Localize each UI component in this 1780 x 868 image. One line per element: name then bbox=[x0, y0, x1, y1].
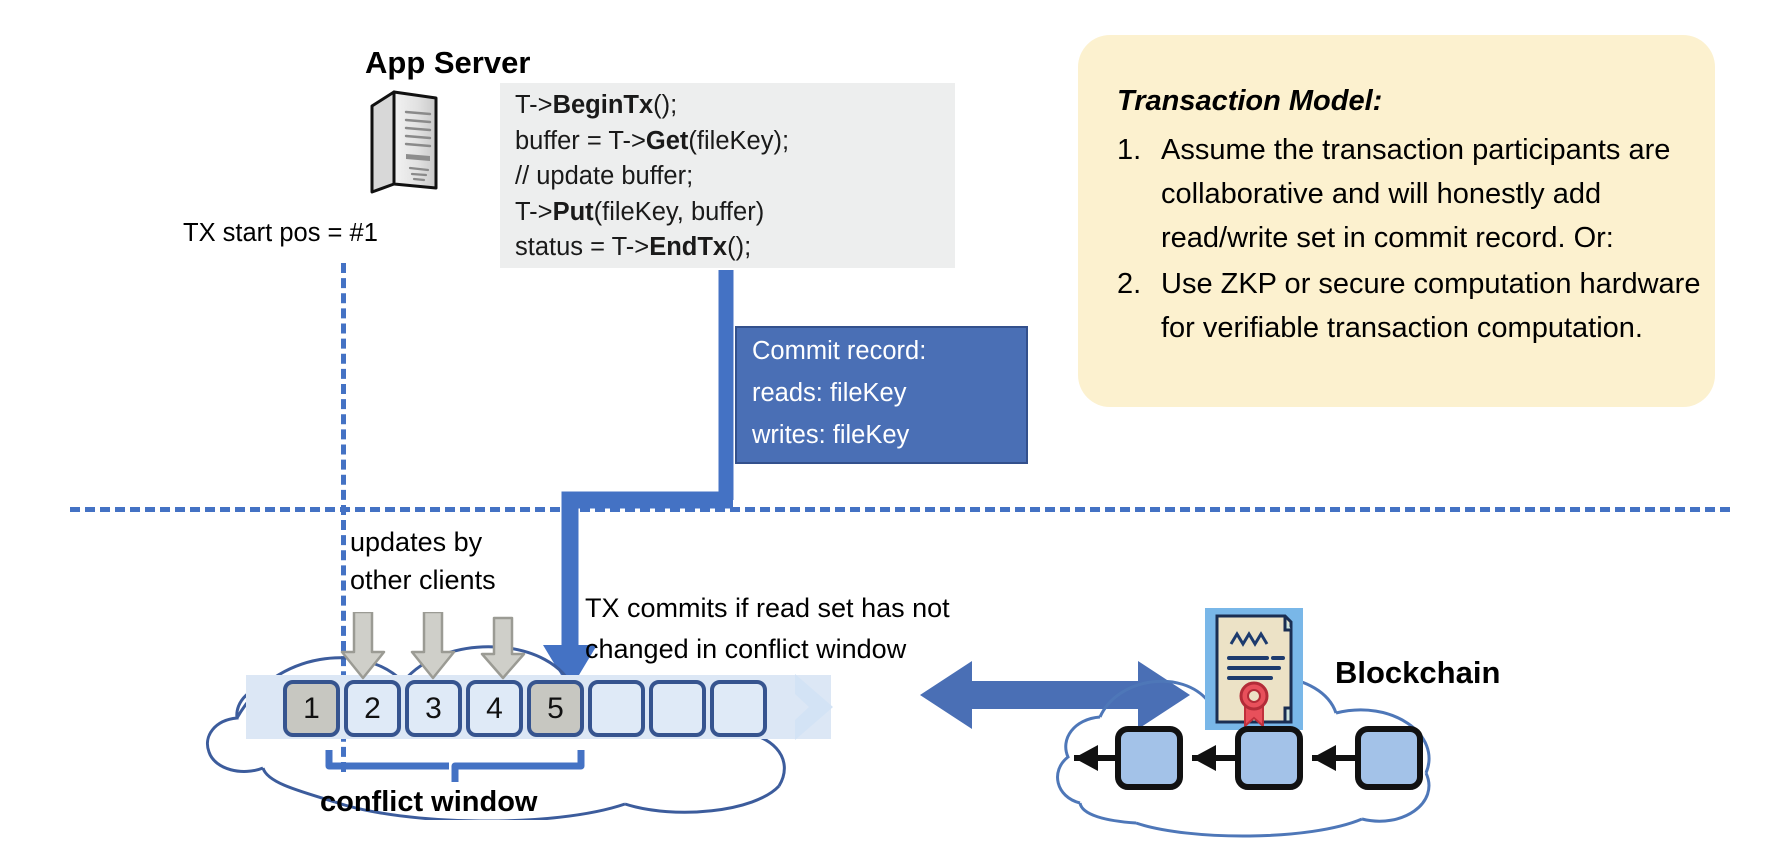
ledger-block-1[interactable]: 1 bbox=[283, 680, 340, 737]
tx-start-pos-label: TX start pos = #1 bbox=[183, 219, 378, 247]
code-block-text: T->BeginTx(); buffer = T->Get(fileKey); //… bbox=[515, 88, 965, 266]
tx-start-dashed-line bbox=[341, 263, 346, 772]
tx-commits-note-line-2: changed in conflict window bbox=[585, 634, 907, 664]
list-number: 2. bbox=[1117, 268, 1142, 300]
commit-record-line-3: writes: fileKey bbox=[752, 421, 910, 449]
commit-record-text: Commit record: reads: fileKey writes: file… bbox=[752, 330, 1032, 456]
code-block-background bbox=[500, 83, 955, 268]
layer-separator-dashed-line bbox=[70, 507, 1730, 512]
blockchain-chain-icon bbox=[1074, 726, 1423, 790]
transaction-model-item-1: 1. Assume the transaction participants ar… bbox=[1117, 128, 1707, 260]
updates-by-other-clients-label: updates by other clients bbox=[350, 523, 496, 599]
list-text: Assume the transaction participants are … bbox=[1161, 134, 1671, 254]
commit-record-line-1: Commit record: bbox=[752, 337, 927, 365]
code-line-2: buffer = T->Get(fileKey); bbox=[515, 126, 790, 155]
ledger-block-7[interactable] bbox=[649, 680, 706, 737]
conflict-window-label: conflict window bbox=[320, 786, 538, 818]
list-text: Use ZKP or secure computation hardware f… bbox=[1161, 268, 1701, 344]
tx-commits-note: TX commits if read set has not changed in… bbox=[585, 588, 950, 670]
certificate-icon bbox=[1205, 608, 1303, 730]
ledger-block-8[interactable] bbox=[710, 680, 767, 737]
app-server-title: App Server bbox=[365, 45, 531, 80]
transaction-model-box bbox=[1078, 35, 1715, 407]
updates-label-line-2: other clients bbox=[350, 565, 496, 595]
server-tower-icon bbox=[370, 90, 438, 194]
updates-label-line-1: updates by bbox=[350, 527, 483, 557]
ledger-block-2[interactable]: 2 bbox=[344, 680, 401, 737]
conflict-window-bracket bbox=[325, 750, 585, 782]
commit-record-box bbox=[735, 326, 1028, 464]
ledger-block-3[interactable]: 3 bbox=[405, 680, 462, 737]
transaction-model-title: Transaction Model: bbox=[1117, 85, 1383, 117]
blockchain-label: Blockchain bbox=[1335, 655, 1501, 690]
ledger-growth-chevron-icon bbox=[795, 674, 833, 740]
list-number: 1. bbox=[1117, 134, 1142, 166]
ledger-block-6[interactable] bbox=[588, 680, 645, 737]
sync-double-arrow-icon bbox=[920, 661, 1190, 729]
ledger-block-4[interactable]: 4 bbox=[466, 680, 523, 737]
transaction-model-item-2: 2. Use ZKP or secure computation hardware… bbox=[1117, 262, 1707, 350]
transaction-model-list: 1. Assume the transaction participants ar… bbox=[1117, 128, 1707, 352]
commit-record-line-2: reads: fileKey bbox=[752, 379, 907, 407]
update-arrows-group bbox=[340, 612, 526, 680]
ledger-block-5[interactable]: 5 bbox=[527, 680, 584, 737]
code-line-4: T->Put(fileKey, buffer) bbox=[515, 197, 765, 226]
code-line-3: // update buffer; bbox=[515, 162, 694, 190]
code-line-5: status = T->EndTx(); bbox=[515, 233, 752, 261]
code-line-1: T->BeginTx(); bbox=[515, 91, 678, 119]
tx-commits-note-line-1: TX commits if read set has not bbox=[585, 593, 950, 623]
